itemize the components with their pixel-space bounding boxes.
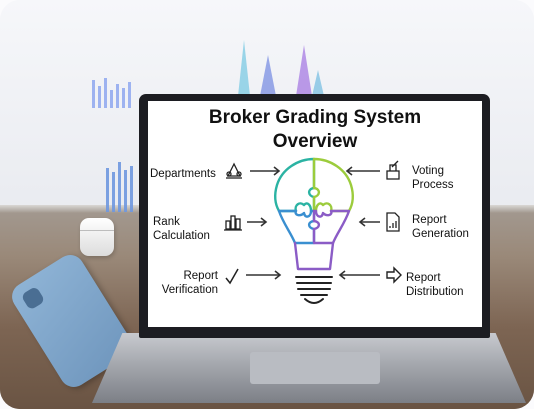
bulb-neck — [293, 241, 335, 271]
earbuds-case — [80, 218, 114, 256]
spike-1 — [238, 40, 250, 96]
label-rank-calculation: Rank Calculation — [153, 216, 210, 242]
dot-bar-6 — [122, 88, 125, 108]
label-voting-process: Voting Process — [412, 165, 454, 191]
laptop-screen: Broker Grading System Overview Departmen… — [148, 101, 482, 327]
laptop-touchpad — [250, 352, 380, 384]
dot-bar-7 — [128, 82, 131, 108]
spike-4 — [312, 70, 324, 96]
bulb-base — [295, 276, 333, 304]
side-bar-2 — [112, 172, 115, 212]
arrow-right-outline-icon — [386, 266, 402, 284]
side-bar-3 — [118, 162, 121, 212]
document-chart-icon — [386, 212, 400, 232]
side-bar-1 — [106, 168, 109, 212]
side-bar-4 — [124, 170, 127, 212]
ballot-box-icon — [386, 160, 400, 180]
title-line-1: Broker Grading System — [208, 107, 422, 128]
diagram-title: Broker Grading System Overview — [148, 106, 482, 154]
label-report-generation: Report Generation — [412, 214, 469, 240]
checkmark-icon — [225, 268, 239, 285]
puzzle-piece-green — [312, 157, 354, 213]
dot-bar-3 — [104, 78, 107, 108]
label-report-verification: Report Verification — [161, 270, 218, 296]
puzzle-piece-blue — [277, 209, 316, 245]
phone-camera — [20, 285, 46, 311]
puzzle-piece-purple — [312, 209, 351, 245]
spike-3 — [296, 45, 312, 96]
lightbulb-puzzle-diagram — [224, 157, 402, 304]
dot-bar-5 — [116, 84, 119, 108]
dot-bar-2 — [98, 86, 101, 108]
dot-bar-4 — [110, 90, 113, 108]
label-departments: Departments — [150, 168, 216, 180]
people-pyramid-icon — [226, 162, 242, 179]
spike-2 — [260, 55, 276, 96]
puzzle-piece-teal — [274, 157, 316, 213]
bar-chart-icon — [224, 215, 242, 231]
dot-bar-1 — [92, 80, 95, 108]
earbuds-seam — [80, 230, 114, 231]
bulb-puzzle — [274, 157, 354, 271]
title-line-2: Overview — [272, 131, 358, 152]
label-report-distribution: Report Distribution — [406, 272, 464, 298]
background-data-visual — [92, 40, 324, 212]
side-bar-5 — [130, 166, 133, 212]
